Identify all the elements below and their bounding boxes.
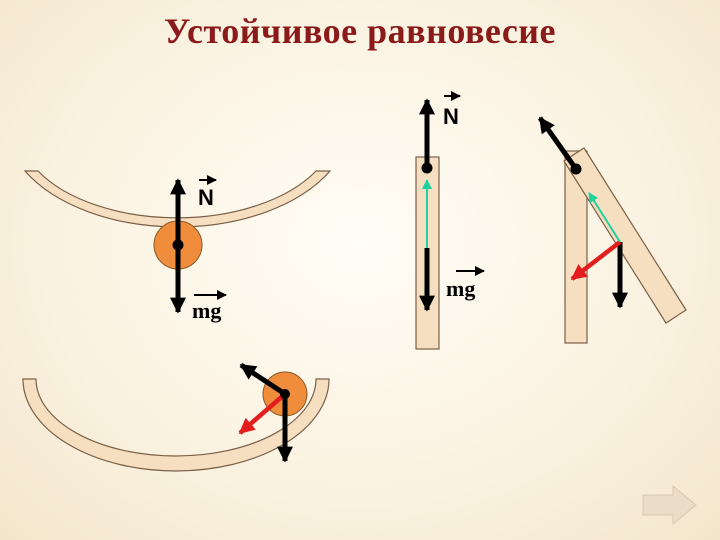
normal-force-label: N — [198, 185, 214, 210]
rod-original-position — [564, 150, 588, 344]
normal-force-arrow — [537, 116, 579, 171]
normal-force-label: N — [443, 104, 459, 129]
pivot-dot — [570, 163, 582, 175]
right-arrow-icon — [642, 484, 697, 526]
ball-center-dot — [172, 239, 184, 251]
next-slide-button[interactable] — [642, 484, 697, 526]
rod-vertical: N mg — [415, 91, 485, 350]
gravity-force-label: mg — [192, 298, 221, 323]
bowl-ball-displaced — [22, 362, 330, 472]
pivot-dot — [421, 162, 433, 174]
slide-title: Устойчивое равновесие — [163, 11, 557, 51]
bowl-shape — [23, 170, 332, 228]
rod — [563, 147, 687, 324]
restoring-force-arrow — [570, 240, 622, 281]
bowl-ball-centered: N mg — [23, 170, 332, 323]
normal-force-arrow — [239, 362, 287, 397]
gravity-force-label: mg — [446, 276, 475, 301]
bowl-shape — [22, 378, 330, 472]
ball-center-dot — [280, 389, 290, 399]
rod-tilted — [537, 116, 687, 344]
restoring-force-arrow — [238, 392, 287, 435]
support-force-arrow — [588, 192, 621, 243]
